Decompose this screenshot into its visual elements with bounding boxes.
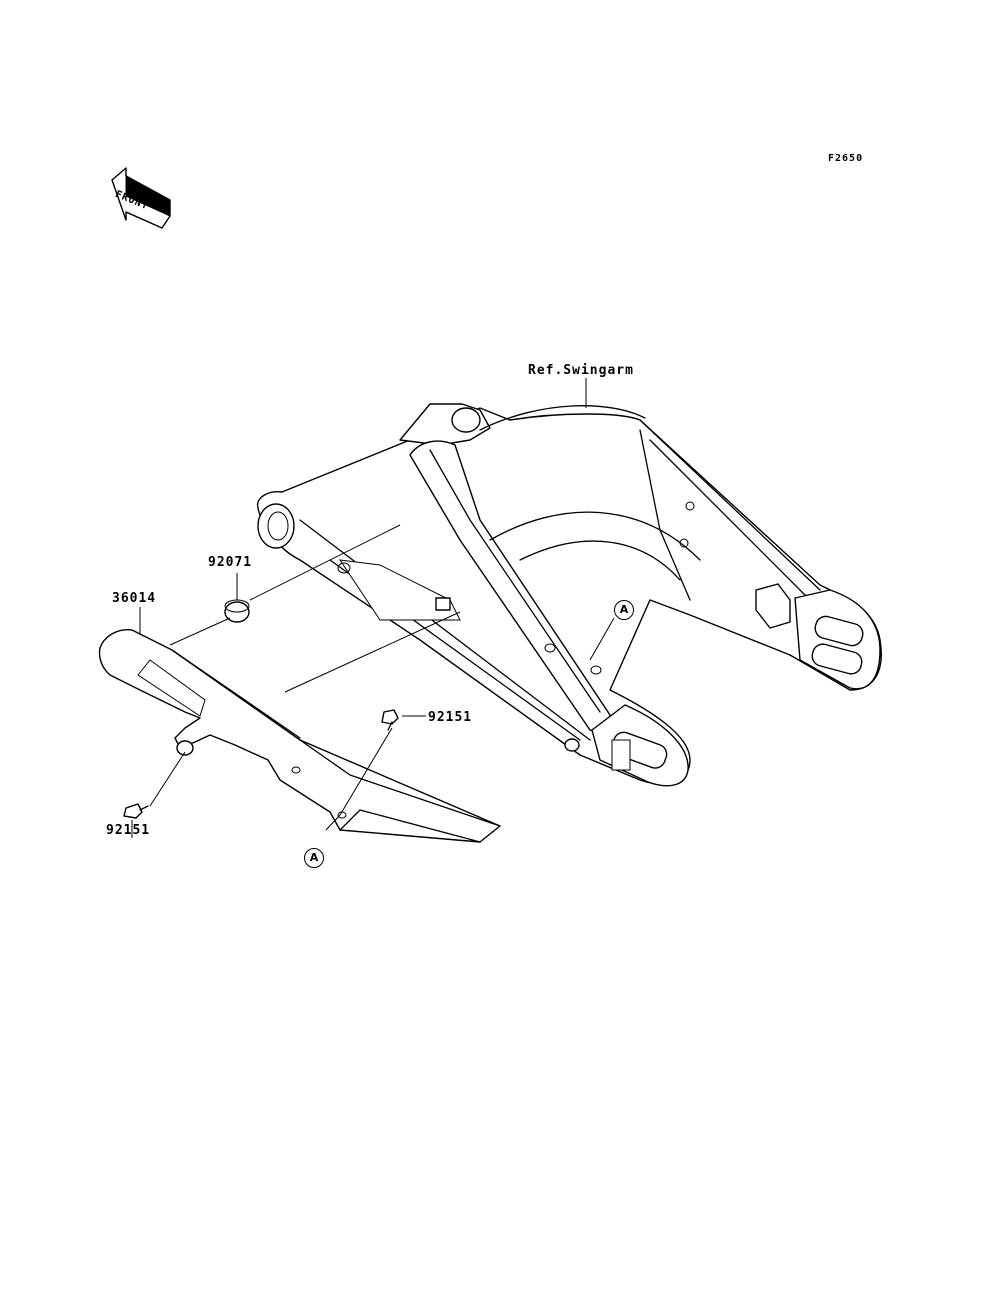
bolt-lower-drawing [123,803,149,819]
part-number-bolt-upper: 92151 [428,710,473,725]
swingarm-drawing [256,403,882,787]
callout-a-cover: A [304,848,324,868]
leader-lines [131,378,615,838]
collar-drawing [224,599,250,623]
bolt-upper-drawing [381,709,399,731]
front-arrow-icon [111,167,171,229]
part-number-collar: 92071 [208,555,253,570]
callout-a-swingarm: A [614,600,634,620]
part-number-bolt-lower: 92151 [106,823,151,838]
figure-code: F2650 [828,153,864,164]
part-number-chain-cover: 36014 [112,591,157,606]
chain-cover-drawing [98,629,501,843]
reference-label: Ref.Swingarm [528,363,634,378]
